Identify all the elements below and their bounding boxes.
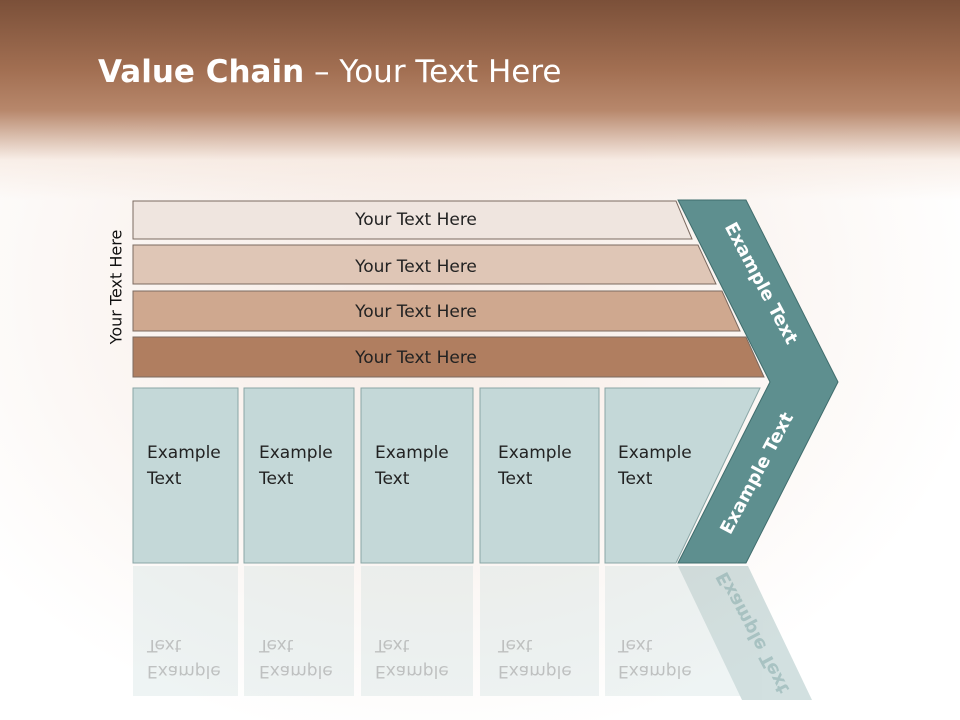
column-reflection-1: Example Text <box>147 632 221 684</box>
row-label-2: Your Text Here <box>354 257 477 277</box>
column-text-4-line2: Text <box>498 469 533 489</box>
column-text-1: Example Text <box>147 440 221 492</box>
title-rest: – Your Text Here <box>304 54 562 90</box>
column-box-5 <box>604 387 761 564</box>
column-text-5-line2: Text <box>618 469 653 489</box>
column-text-4: Example Text <box>498 440 572 492</box>
column-text-1-line1: Example <box>147 443 221 463</box>
column-text-3-line1: Example <box>375 443 449 463</box>
row-bar-4 <box>132 336 765 378</box>
column-reflection-4: Example Text <box>498 632 572 684</box>
row-label-1: Your Text Here <box>354 210 477 230</box>
column-text-2-line1: Example <box>259 443 333 463</box>
column-reflection-5-line1: Example <box>618 661 692 681</box>
column-text-5-line1: Example <box>618 443 692 463</box>
column-text-2: Example Text <box>259 440 333 492</box>
reflection-column-2 <box>244 566 354 696</box>
chevron-arrow <box>677 199 839 564</box>
row-bar-1 <box>132 200 693 240</box>
column-reflection-2-line1: Example <box>259 661 333 681</box>
column-reflection-1-line1: Example <box>147 661 221 681</box>
column-reflection-3-line2: Text <box>375 635 410 655</box>
row-bar-2 <box>132 244 717 285</box>
column-text-2-line2: Text <box>259 469 294 489</box>
column-reflection-4-line1: Example <box>498 661 572 681</box>
column-reflection-2-line2: Text <box>259 635 294 655</box>
column-text-5: Example Text <box>618 440 692 492</box>
slide-title: Value Chain – Your Text Here <box>98 54 561 90</box>
row-bar-3 <box>132 290 741 332</box>
column-box-4 <box>479 387 600 564</box>
column-box-3 <box>360 387 474 564</box>
column-reflection-2: Example Text <box>259 632 333 684</box>
row-label-4: Your Text Here <box>354 348 477 368</box>
column-text-4-line1: Example <box>498 443 572 463</box>
column-text-1-line2: Text <box>147 469 182 489</box>
reflection-column-1 <box>133 566 238 696</box>
title-bold: Value Chain <box>98 54 305 90</box>
column-box-1 <box>132 387 239 564</box>
reflection-group <box>133 566 812 700</box>
column-reflection-4-line2: Text <box>498 635 533 655</box>
column-reflection-1-line2: Text <box>147 635 182 655</box>
column-reflection-5: Example Text <box>618 632 692 684</box>
column-text-3: Example Text <box>375 440 449 492</box>
reflection-chevron <box>678 566 812 700</box>
column-text-3-line2: Text <box>375 469 410 489</box>
reflection-column-4 <box>480 566 599 696</box>
column-box-2 <box>243 387 355 564</box>
column-reflection-5-line2: Text <box>618 635 653 655</box>
reflection-column-3 <box>361 566 473 696</box>
row-label-3: Your Text Here <box>354 302 477 322</box>
header-band <box>0 0 960 200</box>
column-reflection-3: Example Text <box>375 632 449 684</box>
reflection-column-5 <box>605 566 760 696</box>
column-reflection-3-line1: Example <box>375 661 449 681</box>
